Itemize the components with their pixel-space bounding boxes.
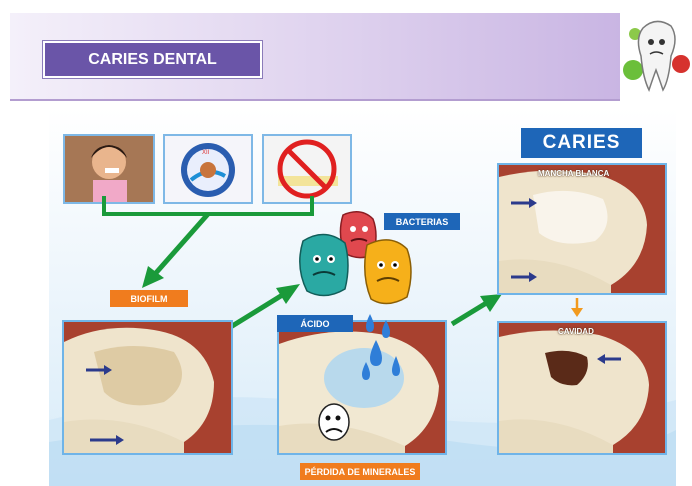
no-candy-icon [262, 134, 352, 204]
arrow-to-caries [448, 290, 504, 330]
mancha-blanca-tooth-photo [497, 163, 667, 295]
caries-heading: CARIES [521, 128, 642, 158]
tooth-mascot-icon [621, 8, 691, 98]
perdida-minerales-tag: PÉRDIDA DE MINERALES [300, 463, 420, 480]
svg-text:XII: XII [202, 150, 210, 156]
bacterias-tag: BACTERIAS [384, 213, 460, 230]
acid-drop-icon [360, 310, 406, 384]
page-title: CARIES DENTAL [43, 41, 262, 78]
arrow-down-icon [570, 298, 584, 318]
biofilm-tag: BIOFILM [110, 290, 188, 307]
child-eating-photo [63, 134, 155, 204]
sad-face-icon [316, 402, 352, 444]
mancha-blanca-label: MANCHA BLANCA [538, 169, 609, 178]
cavidad-tooth-photo [497, 321, 667, 455]
acido-tag: ÁCIDO [277, 315, 353, 332]
cavidad-label: CAVIDAD [558, 327, 594, 336]
biofilm-tooth-photo [62, 320, 233, 455]
clock-toothbrush-photo: XII [163, 134, 253, 204]
